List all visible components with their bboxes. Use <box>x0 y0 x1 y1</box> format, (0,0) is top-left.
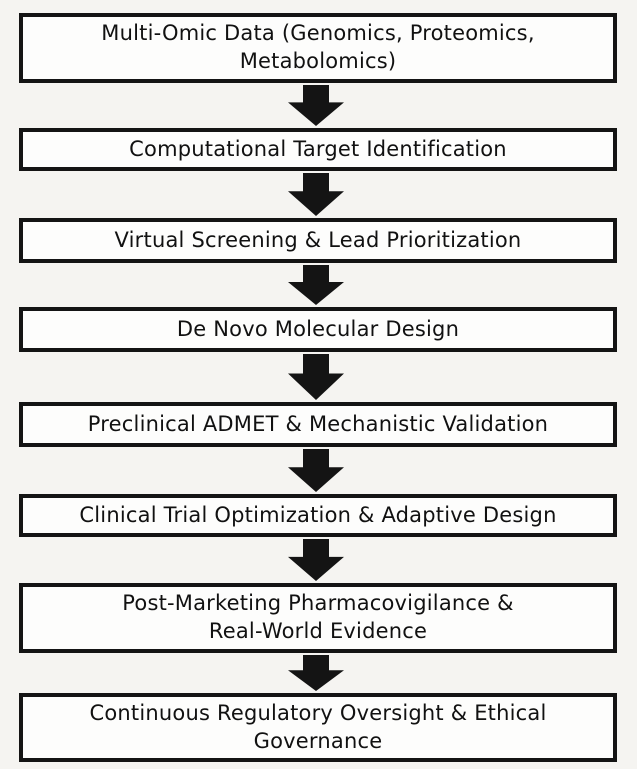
arrow-down-icon <box>288 655 344 691</box>
flow-step-label: Preclinical ADMET & Mechanistic Validati… <box>87 411 549 436</box>
flow-step-label: Post-Marketing Pharmacovigilance & Real-… <box>122 591 514 643</box>
flow-step-label: Clinical Trial Optimization & Adaptive D… <box>79 502 557 527</box>
flow-step-continuous-regulatory-oversight: Continuous Regulatory Oversight & Ethica… <box>19 693 617 762</box>
flow-step-post-marketing-pharmacovigilance: Post-Marketing Pharmacovigilance & Real-… <box>19 583 617 653</box>
flow-step-computational-target-identification: Computational Target Identification <box>19 128 617 171</box>
flow-step-clinical-trial-optimization: Clinical Trial Optimization & Adaptive D… <box>19 494 617 537</box>
arrow-down-icon <box>288 539 344 581</box>
flow-step-virtual-screening: Virtual Screening & Lead Prioritization <box>19 218 617 263</box>
arrow-down-icon <box>288 173 344 216</box>
arrow-down-icon <box>288 85 344 126</box>
arrow-down-icon <box>288 265 344 305</box>
flow-step-label: Multi-Omic Data (Genomics, Proteomics, M… <box>101 21 535 73</box>
arrow-down-icon <box>288 449 344 492</box>
flow-step-multi-omic-data: Multi-Omic Data (Genomics, Proteomics, M… <box>19 13 617 83</box>
flow-step-label: Virtual Screening & Lead Prioritization <box>114 227 522 252</box>
flow-step-label: Computational Target Identification <box>129 136 507 161</box>
flow-step-preclinical-admet: Preclinical ADMET & Mechanistic Validati… <box>19 402 617 447</box>
flow-step-label: Continuous Regulatory Oversight & Ethica… <box>89 700 547 753</box>
flow-step-de-novo-molecular-design: De Novo Molecular Design <box>19 307 617 352</box>
arrow-down-icon <box>288 354 344 400</box>
flow-step-label: De Novo Molecular Design <box>176 316 460 341</box>
